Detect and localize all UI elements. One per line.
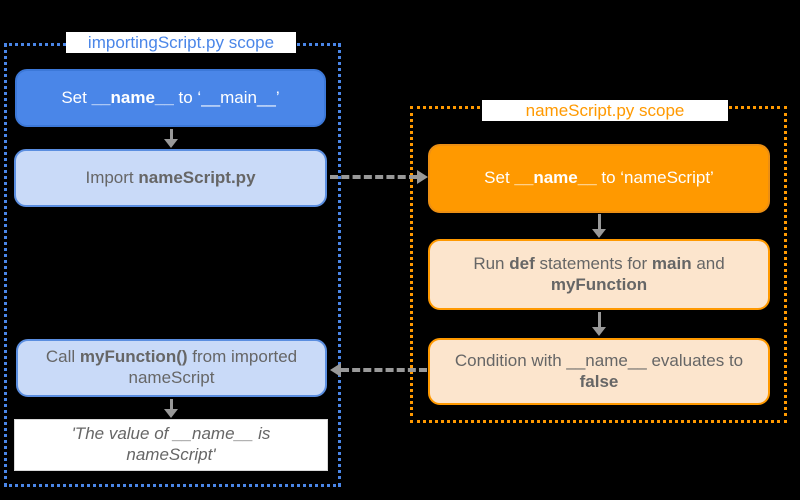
arrow-shaft [169,129,173,139]
arrow-shaft [597,312,601,327]
arrow-down-icon [591,214,607,238]
arrow-shaft [597,214,601,229]
arrow-shaft [169,399,173,409]
namescript-scope-title: nameScript.py scope [482,100,728,121]
arrow-shaft [330,175,417,179]
dashed-arrow-right-icon [330,170,428,184]
arrow-down-icon [591,312,607,336]
arrow-head-icon [164,409,178,418]
arrow-head-icon [164,139,178,148]
arrow-head-icon [592,327,606,336]
arrow-head-icon [417,170,428,184]
flow-node-set-name-main: Set __name__ to ‘__main__’ [15,69,326,127]
arrow-down-icon [163,129,179,148]
arrow-head-icon [330,363,341,377]
arrow-head-icon [592,229,606,238]
flow-node-import-namescript: Import nameScript.py [14,149,327,207]
importing-scope-title: importingScript.py scope [66,32,296,53]
flow-node-set-name-namescript: Set __name__ to ‘nameScript’ [428,144,770,213]
dashed-arrow-left-icon [330,363,427,377]
arrow-shaft [341,368,427,372]
arrow-down-icon [163,399,179,418]
